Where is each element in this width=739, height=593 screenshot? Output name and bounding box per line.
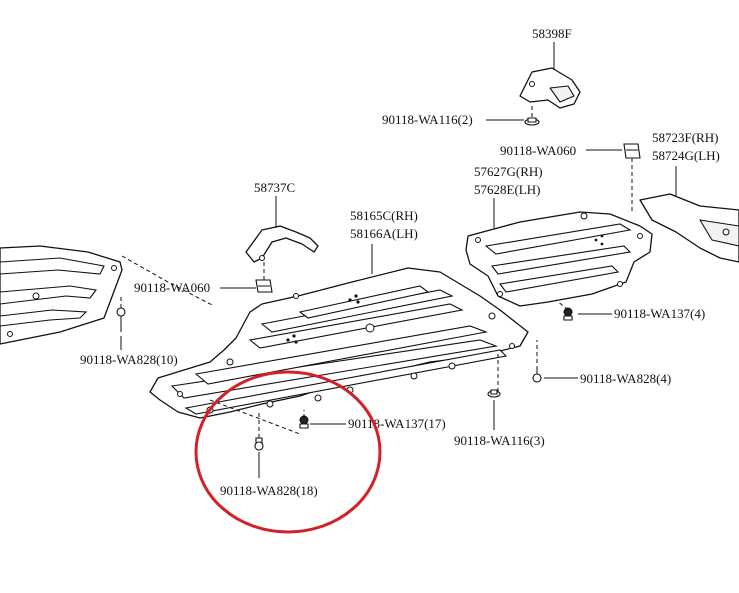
label-57628e-lh: 57628E(LH)	[474, 182, 540, 197]
label-90118-wa060-top: 90118-WA060	[500, 143, 576, 158]
label-90118-wa060-left: 90118-WA060	[134, 280, 210, 295]
label-58724g-lh: 58724G(LH)	[652, 148, 720, 163]
clip-90118-wa060-left	[255, 279, 273, 293]
label-90118-wa828-10: 90118-WA828(10)	[80, 352, 178, 367]
left-engine-under-cover	[0, 245, 123, 345]
bolt-90118-wa828-center	[254, 437, 264, 451]
bolt-90118-wa137-rear	[563, 307, 573, 321]
rear-under-cover	[465, 211, 653, 307]
red-highlight-circle	[194, 370, 382, 534]
label-58165c-rh: 58165C(RH)	[350, 208, 418, 223]
bracket-58398f	[519, 67, 581, 109]
part-labels: 58398F 90118-WA116(2) 90118-WA060 58723F…	[80, 26, 720, 498]
label-57627g-rh: 57627G(RH)	[474, 164, 543, 179]
label-90118-wa137-17: 90118-WA137(17)	[348, 416, 446, 431]
label-leader-lines	[120, 42, 677, 478]
bolt-90118-wa828-left-cover	[116, 307, 126, 332]
right-side-under-cover	[639, 193, 739, 263]
label-90118-wa116-2: 90118-WA116(2)	[382, 112, 473, 127]
bolt-90118-wa116-bottom	[487, 389, 501, 398]
label-58723f-rh: 58723F(RH)	[652, 130, 718, 145]
label-90118-wa116-3: 90118-WA116(3)	[454, 433, 545, 448]
label-90118-wa828-18: 90118-WA828(18)	[220, 483, 318, 498]
bolt-90118-wa116-top	[524, 117, 540, 126]
label-58737c: 58737C	[254, 180, 295, 195]
label-58398f: 58398F	[532, 26, 572, 41]
bracket-58737c	[245, 225, 319, 263]
label-90118-wa828-4: 90118-WA828(4)	[580, 371, 671, 386]
label-90118-wa137-4: 90118-WA137(4)	[614, 306, 705, 321]
clip-90118-wa060-top	[623, 143, 641, 159]
assembly-dashed-lines	[120, 106, 633, 438]
label-58166a-lh: 58166A(LH)	[350, 226, 418, 241]
